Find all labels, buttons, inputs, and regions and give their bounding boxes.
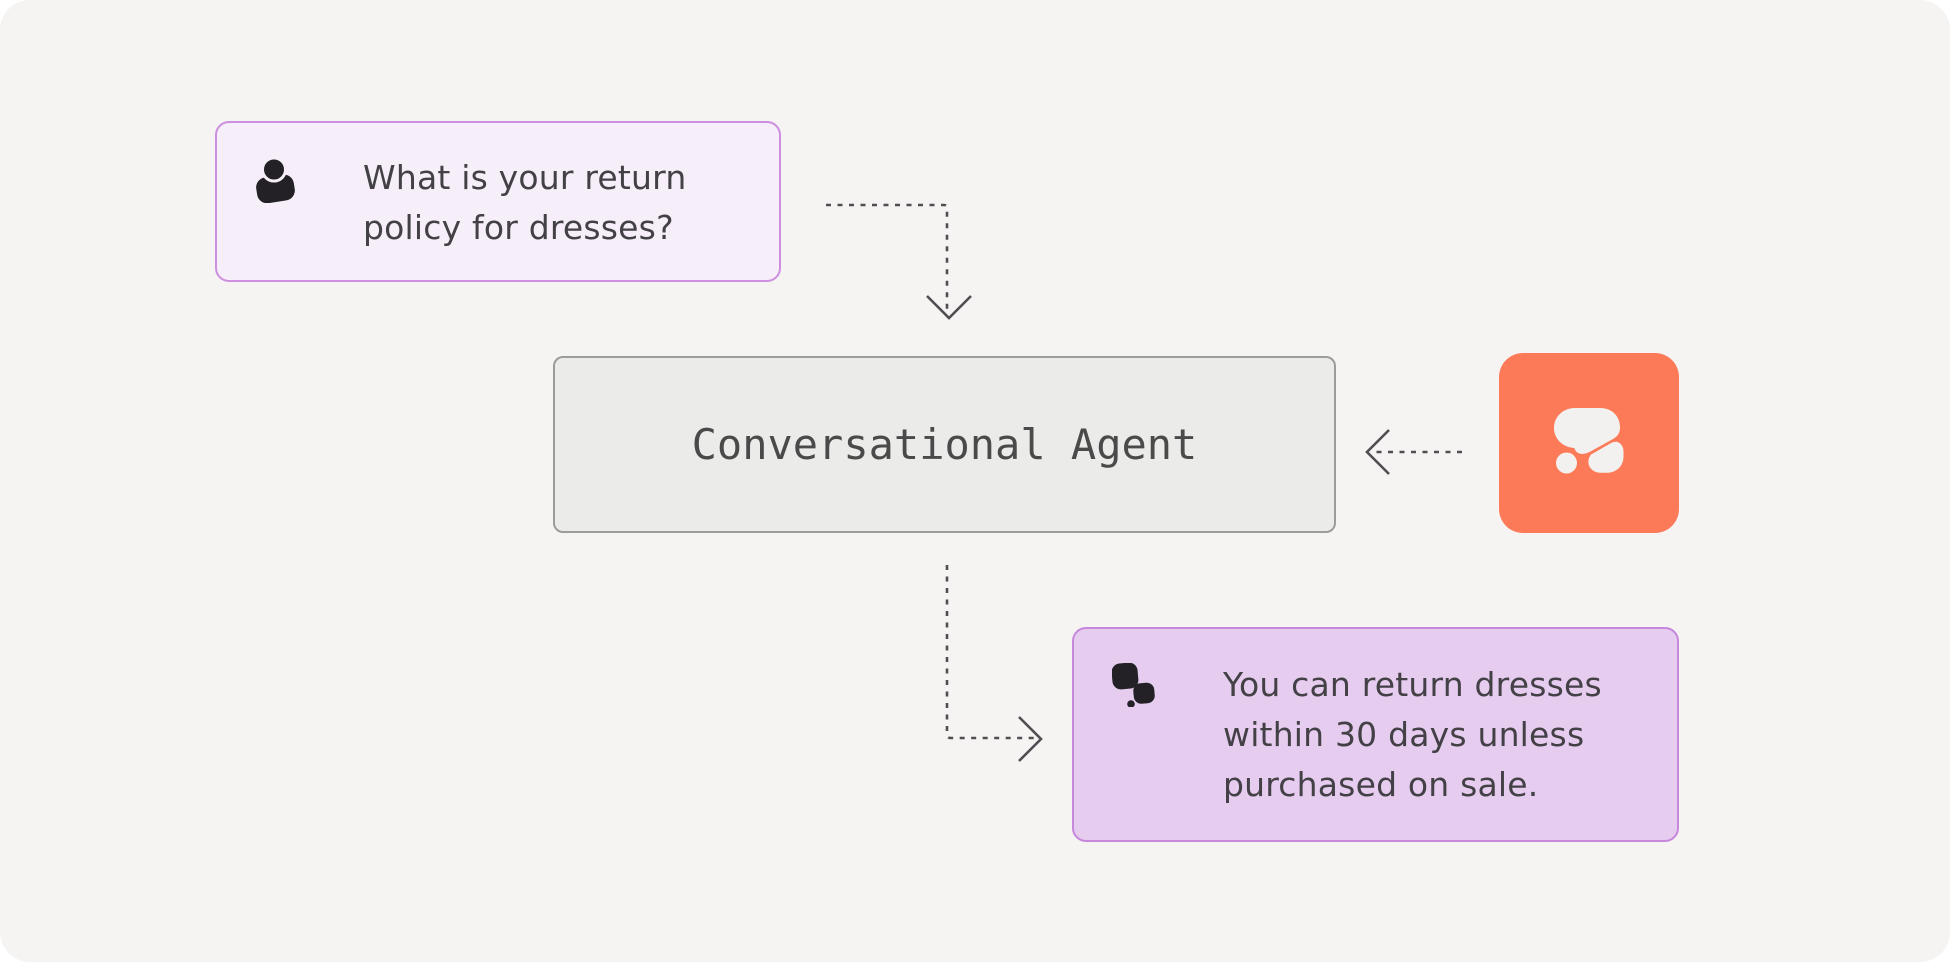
bot-message-line: within 30 days unless: [1223, 715, 1585, 754]
user-message-text: What is your return policy for dresses?: [363, 153, 686, 253]
bot-message-line: purchased on sale.: [1223, 765, 1539, 804]
arrow-agent-to-reply: [945, 565, 1043, 762]
user-message-line: What is your return: [363, 158, 687, 197]
agent-node-label: Conversational Agent: [691, 420, 1198, 469]
zowie-brand-tile: [1499, 353, 1679, 533]
user-icon: [256, 156, 300, 207]
agent-node: Conversational Agent: [553, 356, 1336, 533]
bot-message-card: You can return dresses within 30 days un…: [1072, 627, 1679, 842]
user-message-card: What is your return policy for dresses?: [215, 121, 781, 282]
zowie-logo-icon: [1554, 408, 1624, 478]
chat-bubbles-icon: [1111, 662, 1156, 711]
bot-message-text: You can return dresses within 30 days un…: [1223, 660, 1602, 810]
user-message-line: policy for dresses?: [363, 208, 674, 247]
arrow-user-to-agent: [826, 203, 972, 320]
bot-message-line: You can return dresses: [1223, 665, 1602, 704]
arrow-brand-to-agent: [1365, 429, 1462, 475]
